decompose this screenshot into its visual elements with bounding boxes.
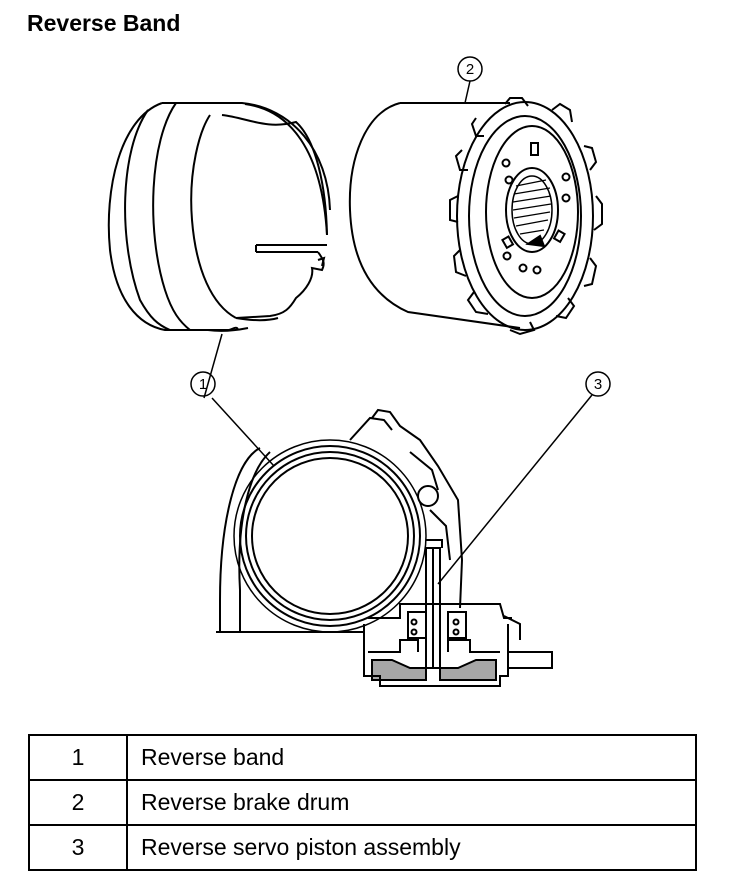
callout-1-leader-bottom: [211, 397, 275, 467]
callout-2-number: 2: [466, 61, 474, 78]
page-title: Reverse Band: [27, 10, 181, 36]
callout-1-leader-top: [203, 333, 223, 399]
legend-row: 1 Reverse band: [28, 734, 697, 781]
legend-table: 1 Reverse band 2 Reverse brake drum 3 Re…: [28, 734, 697, 871]
callout-1-number: 1: [199, 376, 207, 393]
legend-number: 1: [28, 734, 128, 781]
legend-number: 2: [28, 779, 128, 826]
reverse-band-drawing: [107, 102, 331, 332]
legend-label: Reverse brake drum: [126, 779, 697, 826]
legend-label: Reverse servo piston assembly: [126, 824, 697, 871]
legend-number: 3: [28, 824, 128, 871]
callout-2-circle: [457, 56, 483, 82]
callout-2-leader: [464, 80, 471, 104]
callout-3-leader: [437, 394, 593, 585]
legend-label: Reverse band: [126, 734, 697, 781]
assembly-drawing: [216, 408, 553, 687]
legend-row: 2 Reverse brake drum: [28, 779, 697, 826]
callout-3-number: 3: [594, 376, 602, 393]
callout-1-circle: [190, 371, 216, 397]
reverse-brake-drum-drawing: [348, 97, 603, 336]
callout-3-circle: [585, 371, 611, 397]
legend-row: 3 Reverse servo piston assembly: [28, 824, 697, 871]
reverse-band-diagram: 2 1 3: [107, 56, 611, 687]
